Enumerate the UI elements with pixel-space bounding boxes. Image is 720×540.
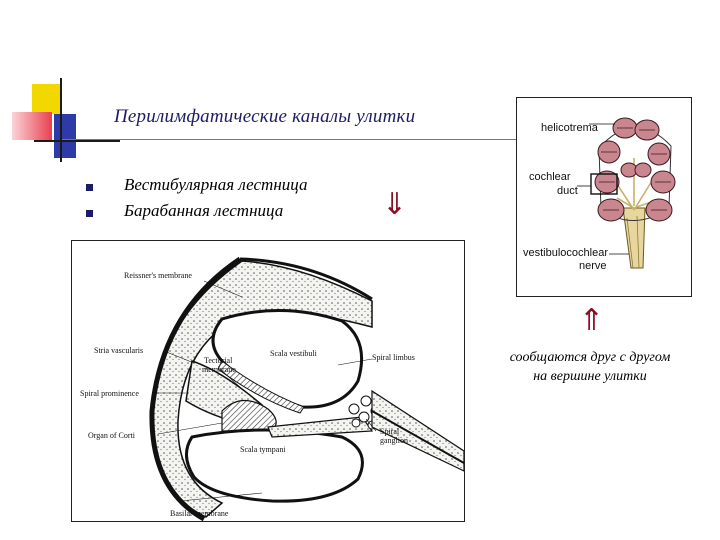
bullet-scala-tympani: Барабанная лестница xyxy=(124,201,283,221)
label-helicotrema: helicotrema xyxy=(541,122,598,134)
yellow-square xyxy=(32,84,60,114)
label-spiral-prominence: Spiral prominence xyxy=(80,389,139,398)
cochlea-figure: helicotrema cochlear duct vestibulocochl… xyxy=(516,97,692,297)
label-reissners-membrane: Reissner's membrane xyxy=(124,271,192,280)
cross-section-drawing xyxy=(72,241,464,521)
label-basilar-membrane: Basilar membrane xyxy=(170,509,228,518)
bullet-scala-vestibuli: Вестибулярная лестница xyxy=(124,175,307,195)
label-duct: duct xyxy=(557,185,578,197)
note-line-1: сообщаются друг с другом xyxy=(485,350,695,366)
label-organ-of-corti: Organ of Corti xyxy=(88,431,135,440)
label-tectorial-2: membrane xyxy=(202,365,236,374)
blue-square xyxy=(54,114,76,158)
label-scala-tympani: Scala tympani xyxy=(240,445,286,454)
horizontal-line xyxy=(34,140,120,142)
label-spiral-limbus: Spiral limbus xyxy=(372,353,415,362)
label-tectorial-1: Tectorial xyxy=(204,356,232,365)
cross-section-figure: Reissner's membrane Stria vascularis Tec… xyxy=(71,240,465,522)
title-rule xyxy=(62,139,516,140)
label-cochlear: cochlear xyxy=(529,171,571,183)
bullet-marker xyxy=(86,184,93,191)
label-nerve-1: vestibulocochlear xyxy=(523,247,608,259)
label-spiral-ganglion-2: ganglion xyxy=(380,436,408,445)
label-stria-vascularis: Stria vascularis xyxy=(94,346,143,355)
corner-decoration xyxy=(0,0,120,170)
label-scala-vestibuli: Scala vestibuli xyxy=(270,349,317,358)
label-nerve-2: nerve xyxy=(579,260,607,272)
red-square xyxy=(12,112,52,140)
arrow-up-icon: ⇑ xyxy=(579,306,604,336)
bullet-marker xyxy=(86,210,93,217)
slide-title: Перилимфатические каналы улитки xyxy=(114,106,415,128)
label-spiral-ganglion-1: Spiral xyxy=(380,427,399,436)
note-line-2: на вершине улитки xyxy=(485,369,695,385)
vertical-line xyxy=(60,78,62,162)
arrow-down-icon: ⇓ xyxy=(382,190,407,220)
